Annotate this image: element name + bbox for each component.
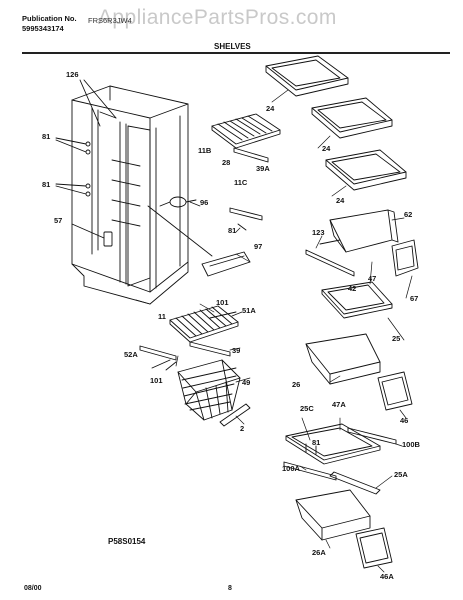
pan-26a (295, 489, 393, 569)
footer-date: 08/00 (24, 585, 42, 592)
cabinet-outline (71, 85, 189, 305)
label-47: 47 (368, 274, 377, 283)
wire-basket-49 (177, 359, 251, 427)
label-2: 2 (240, 424, 245, 433)
label-81-lower: 81 (42, 180, 51, 189)
label-97: 97 (254, 242, 263, 251)
label-52a: 52A (124, 350, 138, 359)
label-101-lower: 101 (150, 376, 163, 385)
glass-shelves-24 (265, 55, 407, 191)
label-126: 126 (66, 70, 79, 79)
label-100a: 100A (282, 464, 300, 473)
model-title: FRS6R3JW4 (88, 16, 132, 25)
label-123: 123 (312, 228, 325, 237)
label-26: 26 (292, 380, 301, 389)
label-39: 39 (232, 346, 241, 355)
label-25: 25 (392, 334, 401, 343)
section-title: SHELVES (214, 42, 251, 51)
wire-shelf-11 (139, 305, 239, 371)
label-51a: 51A (242, 306, 256, 315)
leader-lines (175, 89, 413, 573)
label-11b: 11B (198, 146, 212, 155)
label-49: 49 (242, 378, 251, 387)
label-100b: 100B (402, 440, 420, 449)
label-81-middle: 81 (228, 226, 237, 235)
header-rule (22, 52, 450, 54)
label-11: 11 (158, 312, 166, 321)
footer-page-number: 8 (228, 585, 232, 592)
label-46a: 46A (380, 572, 394, 581)
label-101-upper: 101 (216, 298, 229, 307)
label-46: 46 (400, 416, 409, 425)
label-24-middle: 24 (322, 144, 331, 153)
label-39a: 39A (256, 164, 270, 173)
drawing-number: P58S0154 (108, 537, 146, 546)
shelf-clips (55, 79, 117, 239)
label-28: 28 (222, 158, 231, 167)
publication-number: 5995343174 (22, 24, 64, 33)
label-67: 67 (410, 294, 419, 303)
label-57: 57 (54, 216, 63, 225)
label-42: 42 (348, 284, 357, 293)
label-25a: 25A (394, 470, 408, 479)
label-11c: 11C (234, 178, 248, 187)
watermark-text: AppliancePartsPros.com (98, 6, 337, 29)
ice-chute-parts (147, 196, 263, 277)
label-47a: 47A (332, 400, 346, 409)
wire-shelf-11b (211, 113, 281, 163)
pan-26 (305, 333, 413, 411)
label-24-bottom: 24 (336, 196, 345, 205)
label-81-upper: 81 (42, 132, 51, 141)
label-81-lower-shelf: 81 (312, 438, 321, 447)
publication-label: Publication No. (22, 14, 77, 23)
label-25c: 25C (300, 404, 314, 413)
label-24-top: 24 (266, 104, 275, 113)
crisper-assembly (305, 209, 419, 319)
glass-shelf-lower (283, 423, 397, 495)
label-96: 96 (200, 198, 209, 207)
label-26a: 26A (312, 548, 326, 557)
label-62: 62 (404, 210, 413, 219)
